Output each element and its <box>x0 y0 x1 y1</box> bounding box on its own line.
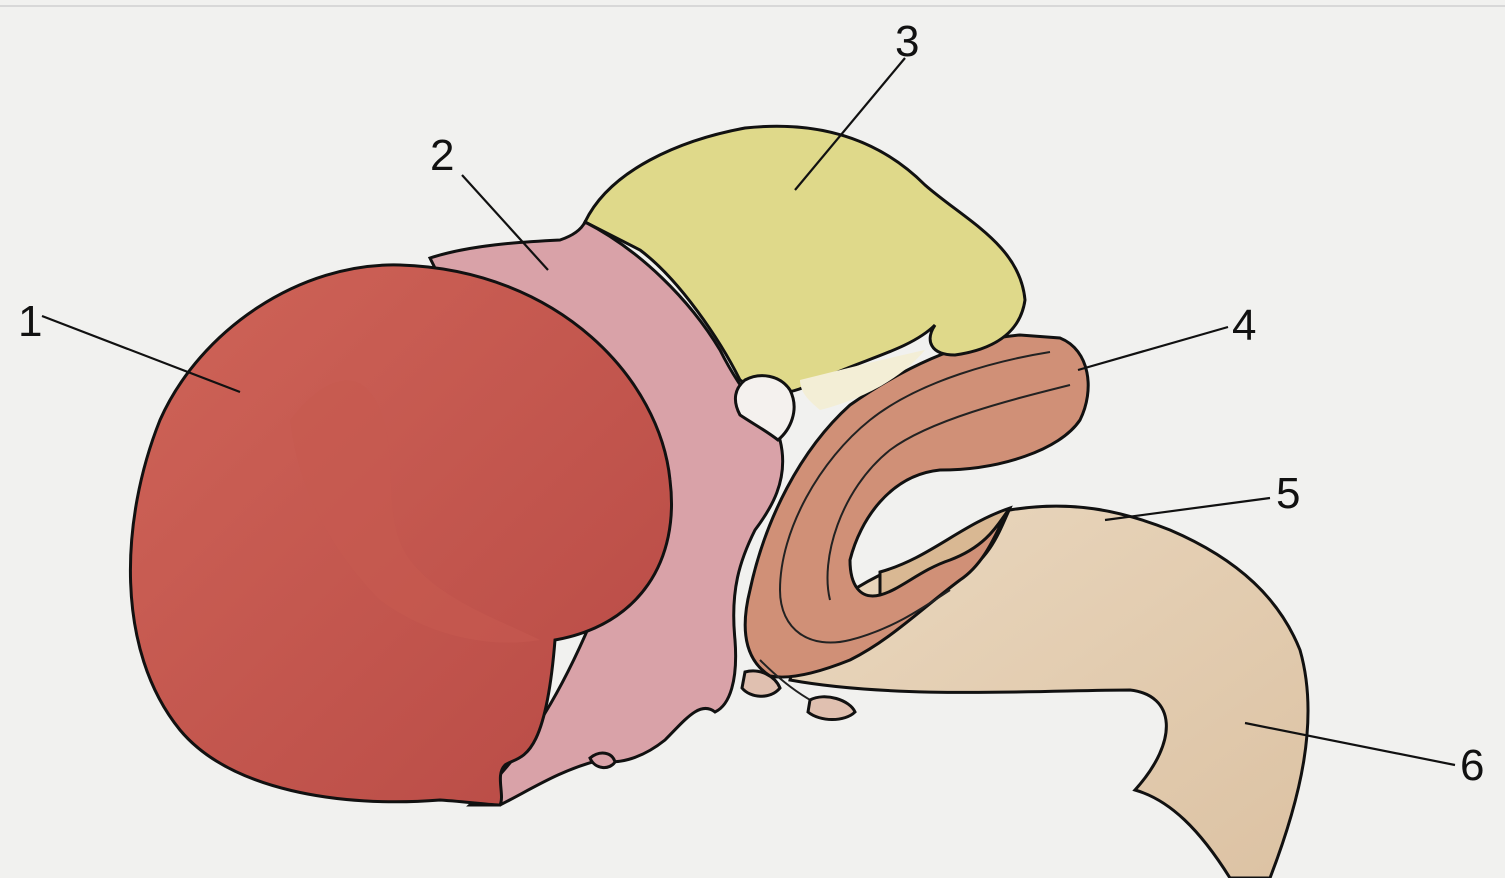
leader-line-4 <box>1078 327 1228 370</box>
label-6: 6 <box>1460 741 1484 790</box>
label-1: 1 <box>18 297 42 346</box>
label-4: 4 <box>1232 301 1256 350</box>
leader-line-5 <box>1105 498 1270 520</box>
label-5: 5 <box>1276 469 1300 518</box>
label-3: 3 <box>895 17 919 66</box>
label-2: 2 <box>430 131 454 180</box>
part-6-region <box>790 506 1308 878</box>
